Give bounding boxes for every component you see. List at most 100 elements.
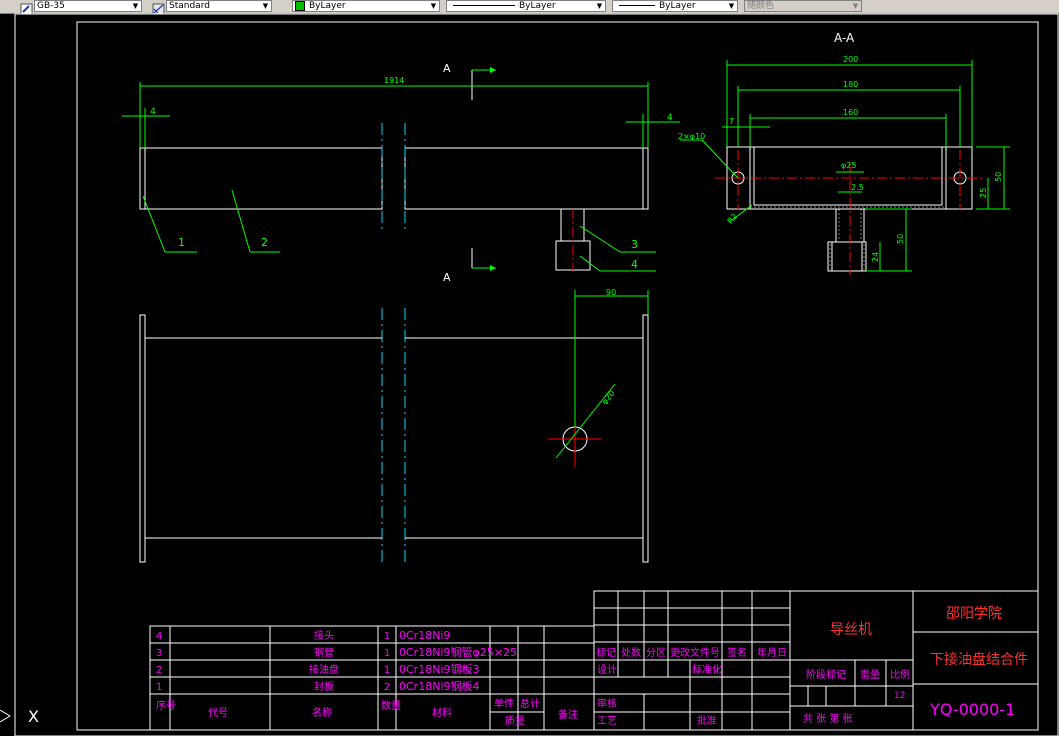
tb-process: 工艺 <box>597 715 617 727</box>
dim-phi25: φ25 <box>841 161 856 170</box>
bom-row-2-material: 0Cr18Ni9钢管φ25×25 <box>399 645 517 659</box>
section-hatch <box>750 206 946 269</box>
bom-head-total: 总计 <box>520 697 540 710</box>
bom-row-1-name: 接头 <box>314 629 334 642</box>
dim-hole-note: 2×φ10 <box>678 132 705 141</box>
text-style-icon[interactable] <box>20 0 33 15</box>
top-view <box>139 314 649 563</box>
ucs-icon <box>0 709 11 723</box>
plot-style-select: 随颜色 ▼ <box>744 0 862 12</box>
tb-part-name: 下接油盘结合件 <box>930 651 1028 668</box>
tb-zone: 分区 <box>646 647 666 659</box>
chevron-down-icon: ▼ <box>430 2 437 10</box>
dim-h50: 50 <box>994 172 1003 182</box>
tb-scale-value: 12 <box>894 691 905 701</box>
tb-date: 年月日 <box>757 646 787 659</box>
chevron-down-icon: ▼ <box>262 2 269 10</box>
color-swatch-icon <box>295 1 305 11</box>
bom-row-4-name: 封板 <box>314 680 334 693</box>
section-label-top: A <box>443 62 451 75</box>
dim-style-select[interactable]: Standard ▼ <box>166 0 272 12</box>
bom-row-3-material: 0Cr18Ni9钢板3 <box>399 662 479 676</box>
balloon-3: 3 <box>631 238 638 251</box>
bom-head-note: 备注 <box>558 708 578 721</box>
section-marker-a <box>471 67 496 271</box>
tb-mark: 标记 <box>596 647 616 659</box>
bom-row-2-name: 钢管 <box>314 646 334 659</box>
bom-head-no: 序号 <box>156 699 176 712</box>
line-sample-icon <box>453 5 515 6</box>
tb-design: 设计 <box>597 663 617 676</box>
bom-row-2-qty: 1 <box>384 648 390 659</box>
front-view <box>139 147 649 271</box>
bom-row-3-name: 接油盘 <box>309 663 339 676</box>
bom-row-4-qty: 2 <box>384 682 390 693</box>
tb-weight: 重量 <box>860 668 880 681</box>
text-style-value: GB-35 <box>37 1 65 11</box>
bom-row-3-qty: 1 <box>384 665 390 676</box>
bom-head-qty: 数量 <box>381 699 401 712</box>
linetype-select[interactable]: ByLayer ▼ <box>446 0 606 12</box>
properties-toolbar: GB-35 ▼ Standard ▼ ByLayer ▼ ByLayer ▼ B… <box>0 0 1059 15</box>
bom-head-mass: 质量 <box>505 715 525 727</box>
tb-drawing-no: YQ-0000-1 <box>929 700 1015 719</box>
sheet-border <box>14 13 1059 736</box>
tb-scale: 比例 <box>890 668 910 681</box>
top-dimensions <box>555 290 649 459</box>
tb-approve: 批准 <box>697 714 717 727</box>
dim-200: 200 <box>843 55 858 64</box>
chevron-down-icon: ▼ <box>728 2 735 10</box>
drawing-canvas[interactable]: A A 1914 4 4 1 2 3 4 90 φ20 <box>0 13 1059 736</box>
tb-stage: 阶段标记 <box>806 668 846 681</box>
dim-overall-length: 1914 <box>384 76 404 85</box>
tb-sheets: 共 张 第 张 <box>803 712 853 725</box>
balloon-2: 2 <box>261 236 268 249</box>
bom-head-name: 名称 <box>312 706 332 719</box>
layer-color-value: ByLayer <box>309 1 346 11</box>
section-title: A-A <box>834 31 855 45</box>
bom-head-code: 代号 <box>208 707 228 719</box>
bom-row-4-material: 0Cr18Ni9钢板4 <box>399 679 479 693</box>
dim-end-left: 4 <box>150 107 156 117</box>
bom-head-unit: 单件 <box>494 698 514 710</box>
dim-r2: R2 <box>726 212 740 226</box>
dim-h25: 25 <box>979 188 988 198</box>
dim-style-icon[interactable] <box>152 0 165 15</box>
section-label-bottom: A <box>443 271 451 284</box>
dim-h50b: 50 <box>896 234 905 244</box>
front-dimensions <box>122 82 680 272</box>
drawing-frame <box>76 21 1039 731</box>
bom-row-1-no: 4 <box>156 631 162 642</box>
chevron-down-icon: ▼ <box>132 2 139 10</box>
break-lines <box>381 123 406 566</box>
tb-count: 处数 <box>621 646 641 659</box>
bom-row-3-no: 2 <box>156 665 162 676</box>
bom-head-material: 材料 <box>432 706 452 719</box>
dim-180: 180 <box>843 80 858 89</box>
dim-160: 160 <box>843 108 858 117</box>
section-centerlines <box>715 150 985 275</box>
tb-standard: 标准化 <box>692 663 722 676</box>
balloon-4: 4 <box>631 258 638 271</box>
bom-row-1-qty: 1 <box>384 631 390 642</box>
text-style-select[interactable]: GB-35 ▼ <box>34 0 142 12</box>
lineweight-value: ByLayer <box>659 1 696 11</box>
line-sample-icon <box>619 5 655 6</box>
dim-90: 90 <box>606 288 616 297</box>
layer-color-select[interactable]: ByLayer ▼ <box>292 0 440 12</box>
balloon-1: 1 <box>178 236 185 249</box>
chevron-down-icon: ▼ <box>596 2 603 10</box>
tb-product: 导丝机 <box>830 622 872 638</box>
dim-style-value: Standard <box>169 1 210 11</box>
section-dimensions <box>680 60 1010 272</box>
bom-row-1-material: 0Cr18Ni9 <box>399 629 450 642</box>
command-prompt-marker: X <box>28 707 39 726</box>
dim-phi20: φ20 <box>600 389 617 407</box>
plot-style-value: 随颜色 <box>747 1 775 11</box>
chevron-down-icon: ▼ <box>852 2 859 10</box>
dim-h24: 24 <box>871 252 880 262</box>
dim-end-right: 4 <box>667 113 673 123</box>
tb-doc-no: 更改文件号 <box>670 646 720 659</box>
lineweight-select[interactable]: ByLayer ▼ <box>612 0 738 12</box>
title-block-grid <box>593 590 1039 731</box>
